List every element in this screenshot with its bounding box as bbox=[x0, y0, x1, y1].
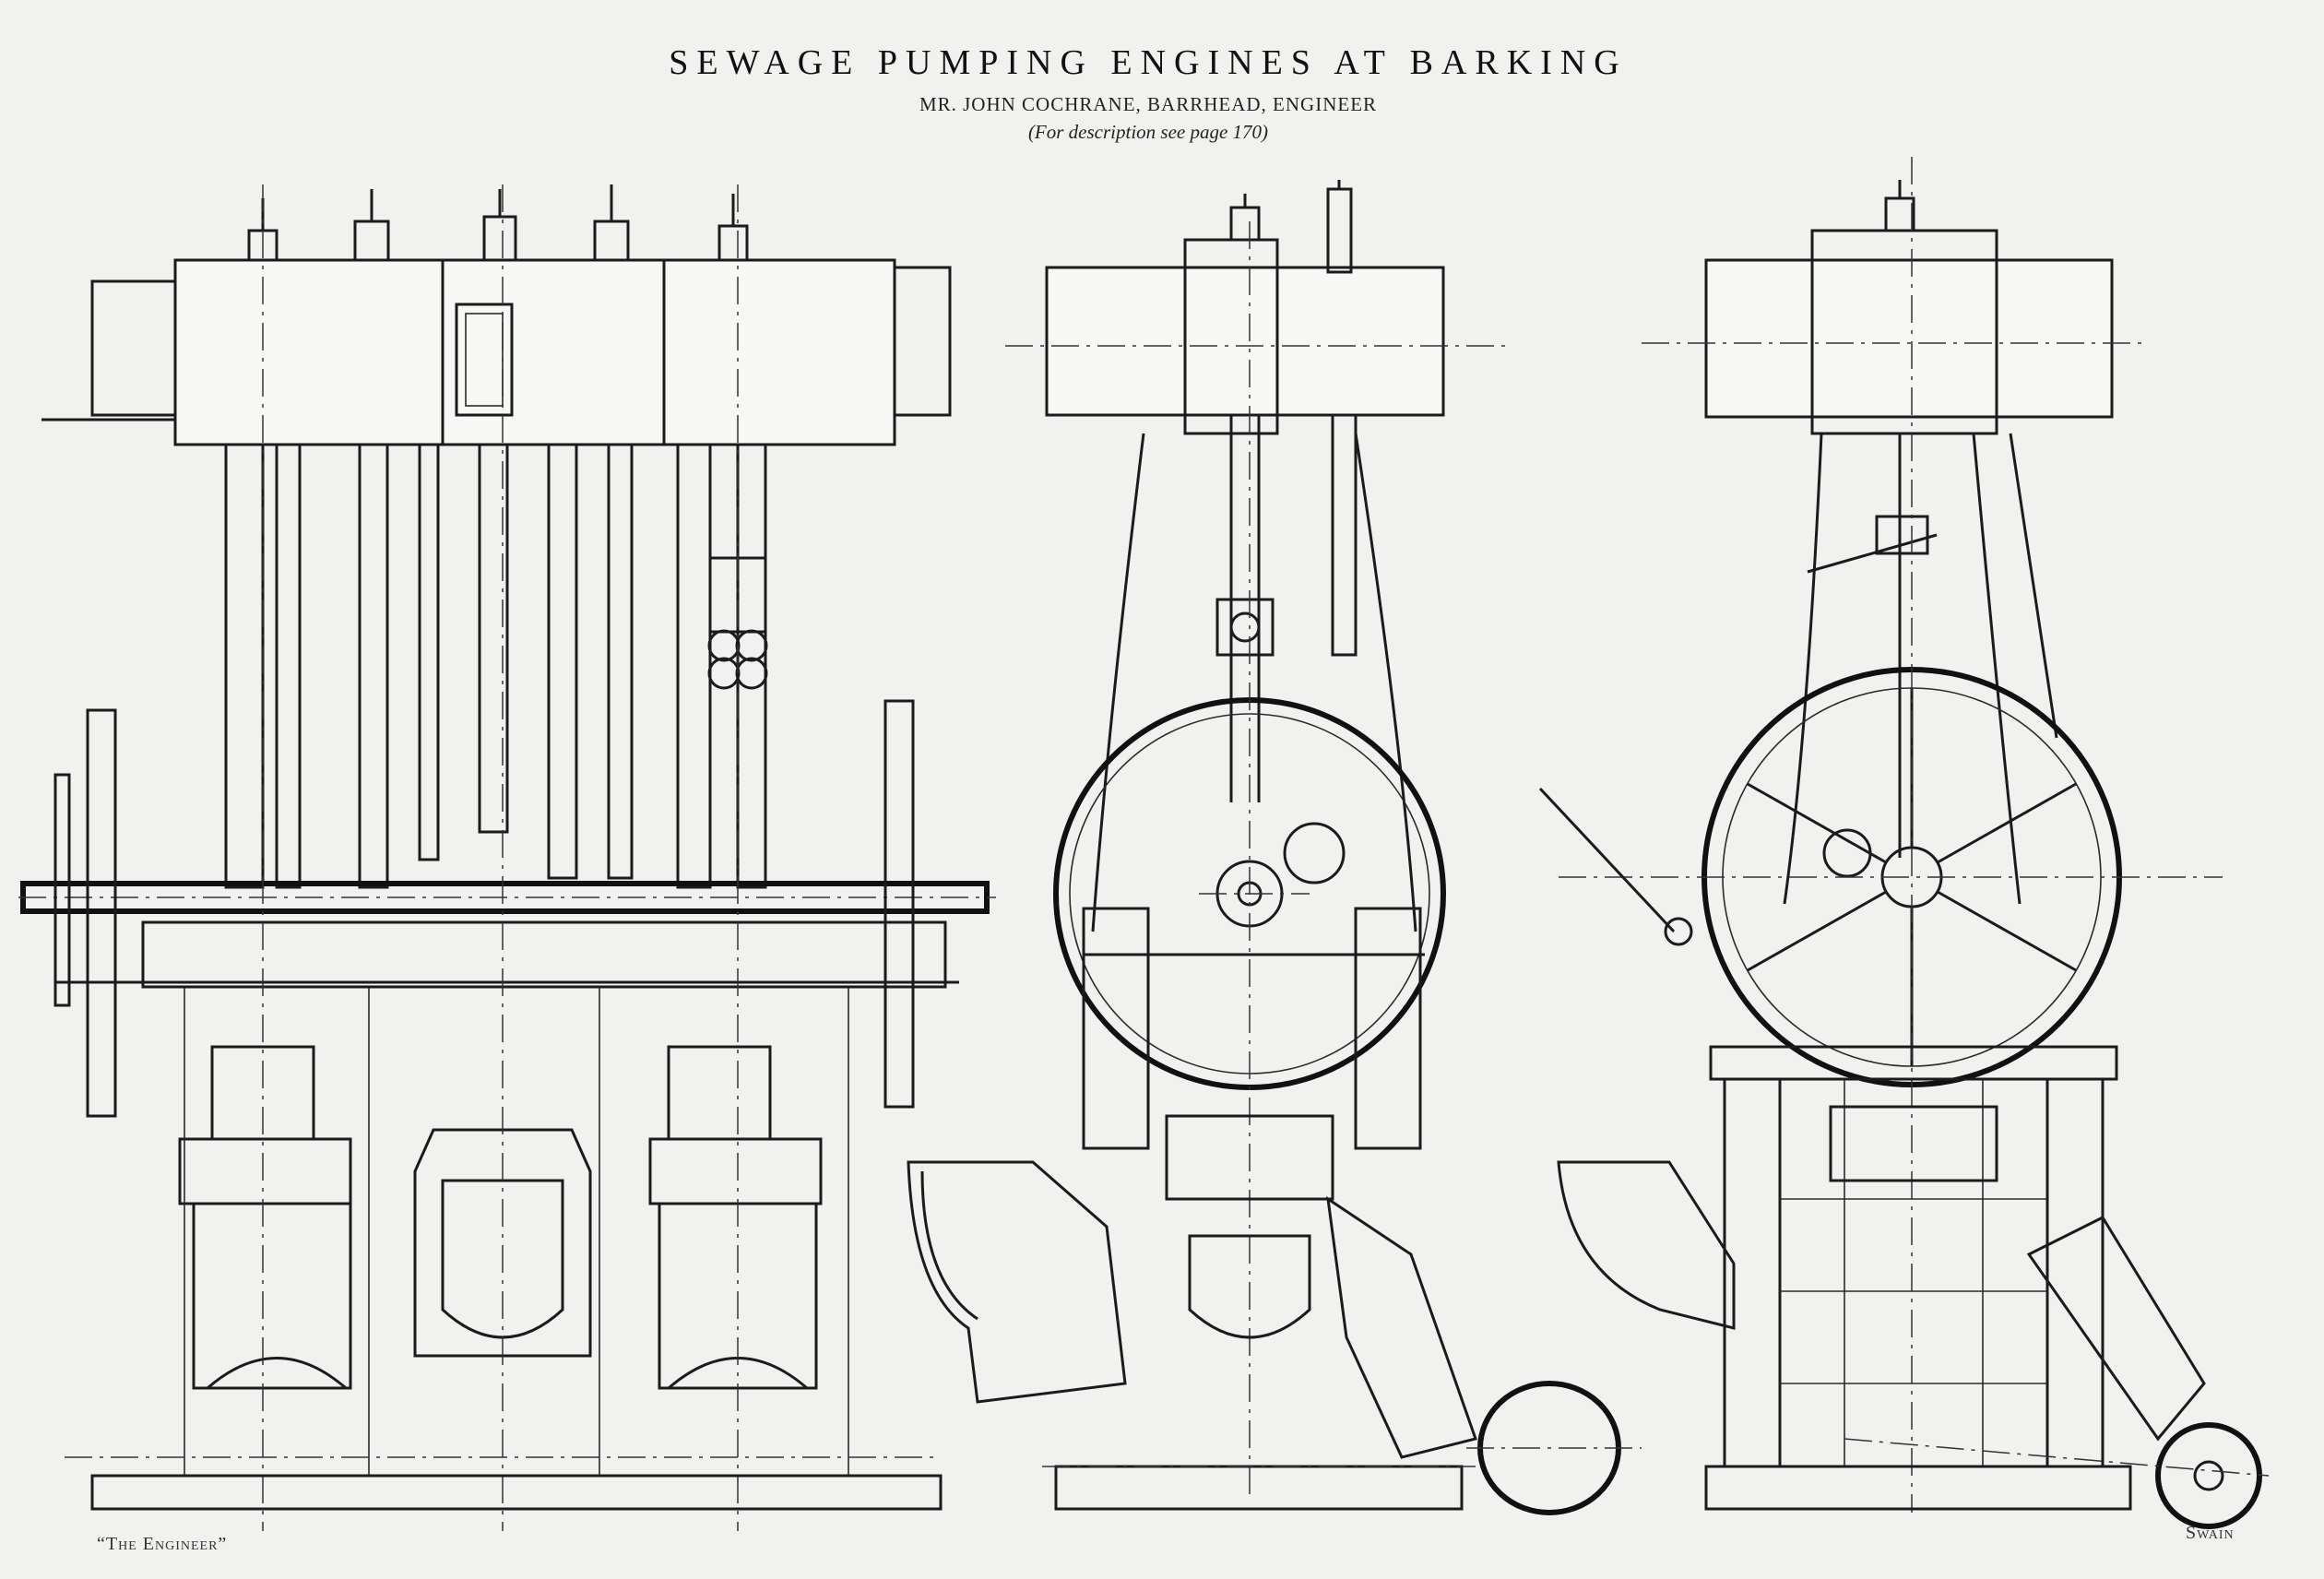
side-elevation-view bbox=[1538, 157, 2270, 1529]
sectional-side-view bbox=[907, 180, 1642, 1515]
engraver-credit: Swain bbox=[2186, 1523, 2235, 1543]
front-elevation-view bbox=[18, 184, 996, 1531]
publication-credit: “The Engineer” bbox=[97, 1534, 227, 1554]
description-reference: (For description see page 170) bbox=[1028, 121, 1268, 143]
plate-subtitle: MR. JOHN COCHRANE, BARRHEAD, ENGINEER bbox=[919, 93, 1377, 115]
plate-title: SEWAGE PUMPING ENGINES AT BARKING bbox=[669, 43, 1627, 82]
